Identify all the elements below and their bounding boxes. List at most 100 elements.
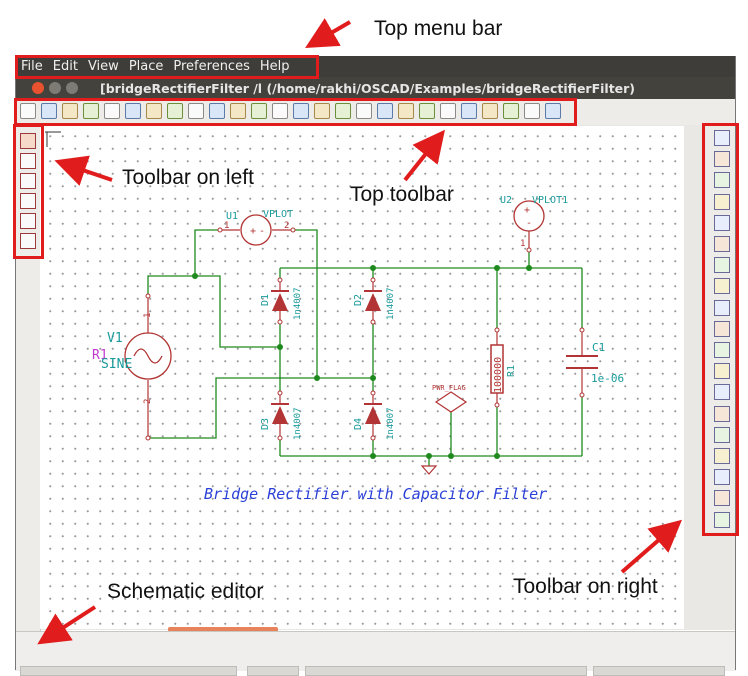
wire bbox=[195, 275, 280, 348]
wire-bus-entry-icon[interactable] bbox=[714, 257, 730, 274]
menu-item-file[interactable]: File bbox=[21, 59, 43, 74]
highlight-menu-bar bbox=[15, 55, 319, 79]
print-icon[interactable] bbox=[272, 103, 288, 119]
arrow-menu-bar bbox=[305, 18, 352, 49]
d1-value: 1n4007 bbox=[293, 287, 303, 320]
d3-ref: D3 bbox=[260, 418, 271, 430]
annotation-schematic-editor: Schematic editor bbox=[107, 580, 264, 603]
menu-item-edit[interactable]: Edit bbox=[52, 59, 78, 74]
plot-icon[interactable] bbox=[293, 103, 309, 119]
grid-icon[interactable] bbox=[20, 133, 36, 149]
hidden-pins-icon[interactable] bbox=[20, 213, 36, 229]
select-icon[interactable] bbox=[714, 130, 730, 146]
netlist-icon[interactable] bbox=[146, 103, 162, 119]
no-connect-icon[interactable] bbox=[714, 299, 730, 316]
redraw-icon[interactable] bbox=[377, 103, 393, 119]
text-icon[interactable] bbox=[714, 490, 730, 507]
window-title-bar: [bridgeRectifierFilter /l (/home/rakhi/O… bbox=[15, 77, 736, 99]
u1-pin1: 1 bbox=[224, 221, 229, 231]
global-label-icon[interactable] bbox=[714, 342, 730, 358]
bus-bus-entry-icon[interactable] bbox=[714, 278, 730, 295]
place-wire-icon[interactable] bbox=[714, 214, 730, 231]
footprint-icon[interactable] bbox=[461, 103, 477, 119]
bom-icon[interactable] bbox=[482, 103, 498, 119]
wire-angle-icon[interactable] bbox=[20, 233, 36, 249]
svg-text:+: + bbox=[250, 226, 256, 237]
right-toolbar bbox=[706, 126, 736, 532]
place-power-icon[interactable] bbox=[714, 193, 730, 210]
graphic-line-icon[interactable] bbox=[714, 469, 730, 486]
u2-value: VPLOT1 bbox=[532, 195, 568, 206]
cut-icon[interactable] bbox=[167, 103, 183, 119]
annotation-right-toolbar: Toolbar on right bbox=[513, 575, 658, 598]
pwr-flag-label: PWR_FLAG bbox=[432, 384, 466, 392]
save-project-icon[interactable] bbox=[62, 103, 78, 119]
place-component-icon[interactable] bbox=[714, 172, 730, 189]
erc-icon[interactable] bbox=[125, 103, 141, 119]
junction-dot bbox=[314, 375, 320, 381]
diode-d3[interactable]: D3 1n4007 bbox=[260, 390, 303, 441]
u2-ref: U2 bbox=[500, 195, 512, 206]
cursor-icon[interactable] bbox=[20, 193, 36, 209]
maximize-window-button[interactable] bbox=[66, 82, 78, 94]
resistor-r1[interactable]: 100000 R1 bbox=[490, 327, 517, 408]
zoom-fit-icon[interactable] bbox=[398, 103, 414, 119]
delete-icon[interactable] bbox=[714, 511, 730, 528]
d2-value: 1n4007 bbox=[386, 287, 396, 320]
open-icon[interactable] bbox=[41, 103, 57, 119]
capacitor-c1[interactable]: C1 1e-06 bbox=[566, 327, 624, 398]
redo-icon[interactable] bbox=[251, 103, 267, 119]
svg-text:-: - bbox=[259, 226, 265, 237]
import-pin-icon[interactable] bbox=[714, 426, 730, 443]
diode-d2[interactable]: D2 1n4007 bbox=[353, 277, 396, 325]
menu-item-help[interactable]: Help bbox=[259, 59, 290, 74]
menu-item-view[interactable]: View bbox=[87, 59, 119, 74]
sheet-icon[interactable] bbox=[503, 103, 519, 119]
library-browser-icon[interactable] bbox=[419, 103, 435, 119]
hier-label-icon[interactable] bbox=[714, 384, 730, 401]
horizontal-scrollbar-thumb[interactable] bbox=[168, 627, 278, 632]
d3-value: 1n4007 bbox=[293, 407, 303, 440]
diode-d1[interactable]: D1 1n4007 bbox=[260, 277, 303, 325]
svg-text:-: - bbox=[526, 218, 532, 229]
new-sheet-icon[interactable] bbox=[20, 103, 36, 119]
units-mm-icon[interactable] bbox=[20, 173, 36, 189]
backannotate-icon[interactable] bbox=[524, 103, 540, 119]
menu-bar: File Edit View Place Preferences Help bbox=[15, 56, 736, 77]
diode-d4[interactable]: D4 1n4007 bbox=[353, 390, 396, 441]
power-flag[interactable]: PWR_FLAG bbox=[432, 384, 468, 413]
close-window-button[interactable] bbox=[32, 82, 44, 94]
paste-icon[interactable] bbox=[209, 103, 225, 119]
help-icon[interactable] bbox=[545, 103, 561, 119]
wire bbox=[148, 377, 373, 439]
find-icon[interactable] bbox=[314, 103, 330, 119]
ground-symbol[interactable] bbox=[420, 465, 438, 475]
zoom-in-icon[interactable] bbox=[335, 103, 351, 119]
vplot-u1[interactable]: + - U1 VPLOT 1 2 bbox=[217, 209, 296, 246]
net-label-icon[interactable] bbox=[714, 320, 730, 337]
r1-ref: R1 bbox=[506, 365, 517, 377]
hierarchy-icon[interactable] bbox=[440, 103, 456, 119]
undo-icon[interactable] bbox=[230, 103, 246, 119]
vplot-u2[interactable]: + - U2 VPLOT1 1 bbox=[500, 195, 568, 253]
place-bus-icon[interactable] bbox=[714, 236, 730, 252]
highlight-left-toolbar bbox=[13, 124, 44, 259]
save-icon[interactable] bbox=[83, 103, 99, 119]
zoom-out-icon[interactable] bbox=[356, 103, 372, 119]
minimize-window-button[interactable] bbox=[49, 82, 61, 94]
junction-dot bbox=[494, 265, 500, 271]
c1-value: 1e-06 bbox=[591, 372, 624, 385]
arrow-left-toolbar bbox=[54, 155, 113, 186]
menu-item-preferences[interactable]: Preferences bbox=[173, 59, 250, 74]
junction-icon[interactable] bbox=[714, 363, 730, 380]
hier-pin-icon[interactable] bbox=[714, 448, 730, 464]
units-inch-icon[interactable] bbox=[20, 153, 36, 169]
sine-source-v1[interactable]: V1 R1 SINE 1 2 bbox=[92, 293, 172, 441]
copy-icon[interactable] bbox=[188, 103, 204, 119]
annotate-icon[interactable] bbox=[104, 103, 120, 119]
u1-value: VPLOT bbox=[263, 209, 293, 220]
hier-sheet-icon[interactable] bbox=[714, 405, 730, 422]
hierarchy-nav-icon[interactable] bbox=[714, 151, 730, 168]
menu-item-place[interactable]: Place bbox=[128, 59, 164, 74]
